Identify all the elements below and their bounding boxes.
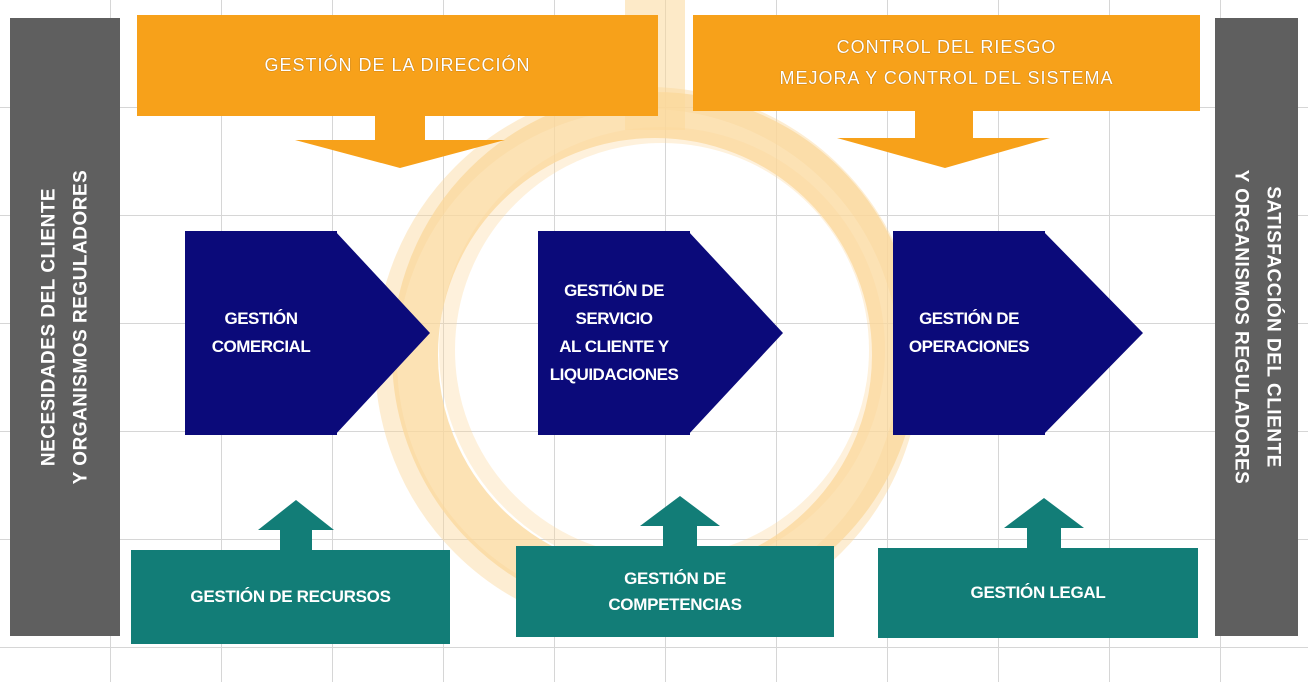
process-commercial-arrow-tip — [335, 231, 430, 435]
process-service-line2: SERVICIO — [575, 309, 653, 328]
management-direction-block: GESTIÓN DE LA DIRECCIÓN — [137, 15, 658, 116]
support-legal-label: GESTIÓN LEGAL — [970, 583, 1106, 602]
up-arrow-legal — [1004, 498, 1084, 550]
process-customer-service-arrow-tip — [688, 231, 783, 435]
management-direction-label: GESTIÓN DE LA DIRECCIÓN — [264, 55, 531, 75]
process-commercial-line1: GESTIÓN — [224, 309, 298, 328]
support-resources-label: GESTIÓN DE RECURSOS — [190, 587, 391, 606]
customer-needs-banner: NECESIDADES DEL CLIENTE Y ORGANISMOS REG… — [10, 18, 120, 636]
process-service-line4: LIQUIDACIONES — [549, 365, 679, 384]
process-customer-service: GESTIÓN DE SERVICIO AL CLIENTE Y LIQUIDA… — [538, 231, 690, 435]
support-legal: GESTIÓN LEGAL — [878, 548, 1198, 638]
customer-needs-line2: Y ORGANISMOS REGULADORES — [70, 169, 92, 485]
system-improvement-label: MEJORA Y CONTROL DEL SISTEMA — [779, 68, 1114, 88]
support-competencies: GESTIÓN DE COMPETENCIAS — [516, 546, 834, 637]
support-competencies-line1: GESTIÓN DE — [624, 568, 726, 588]
process-commercial: GESTIÓN COMERCIAL — [185, 231, 337, 435]
customer-satisfaction-line1: SATISFACCIÓN DEL CLIENTE — [1262, 186, 1284, 468]
process-operations-line2: OPERACIONES — [908, 337, 1030, 356]
customer-satisfaction-line2: Y ORGANISMOS REGULADORES — [1230, 169, 1252, 485]
process-service-line1: GESTIÓN DE — [564, 281, 664, 300]
support-competencies-line2: COMPETENCIAS — [608, 594, 742, 614]
down-arrow-right — [837, 108, 1050, 168]
process-service-line3: AL CLIENTE Y — [559, 337, 669, 356]
customer-needs-line1: NECESIDADES DEL CLIENTE — [38, 187, 60, 467]
process-operations-arrow-tip — [1043, 231, 1143, 435]
risk-control-block: CONTROL DEL RIESGO MEJORA Y CONTROL DEL … — [693, 15, 1200, 111]
down-arrow-left — [295, 112, 505, 168]
customer-satisfaction-banner: SATISFACCIÓN DEL CLIENTE Y ORGANISMOS RE… — [1215, 18, 1298, 636]
process-commercial-line2: COMERCIAL — [211, 337, 311, 356]
process-operations-line1: GESTIÓN DE — [919, 309, 1019, 328]
up-arrow-competencies — [640, 496, 720, 548]
up-arrow-resources — [258, 500, 334, 552]
support-resources: GESTIÓN DE RECURSOS — [131, 550, 450, 644]
risk-control-label: CONTROL DEL RIESGO — [836, 37, 1057, 57]
process-operations: GESTIÓN DE OPERACIONES — [893, 231, 1045, 435]
